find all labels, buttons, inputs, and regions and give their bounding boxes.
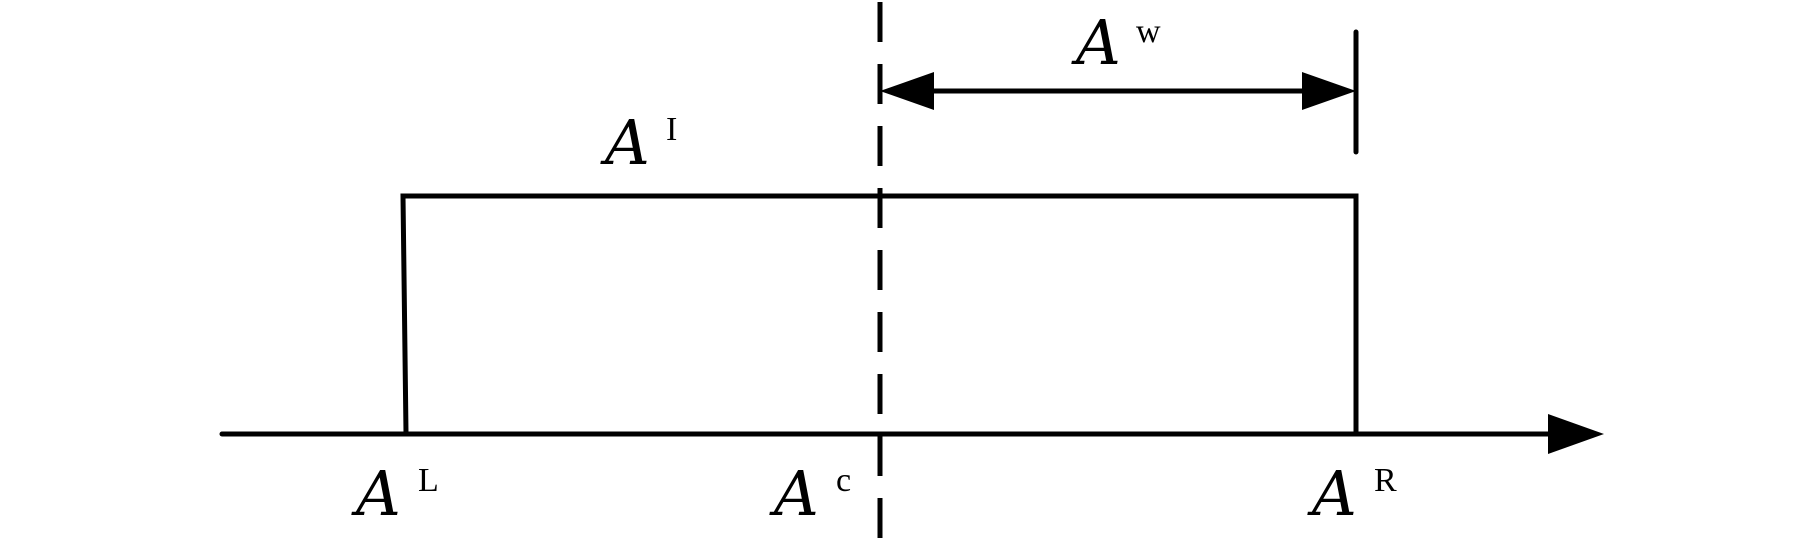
label-width: A w [1071,6,1161,79]
label-right-main: A [1307,457,1357,530]
label-left-sup: L [418,462,439,499]
label-center-sup: c [836,462,851,499]
label-interval-main: A [600,106,650,179]
label-interval-sup: I [666,111,677,148]
label-interval: A I [600,106,677,179]
label-width-main: A [1071,6,1121,79]
label-center: A c [769,457,851,530]
label-width-sup: w [1136,13,1161,50]
axis-arrowhead [1548,414,1604,454]
width-arrow-left-head [880,72,934,110]
width-arrow-right-head [1302,72,1356,110]
label-right-sup: R [1374,462,1397,499]
label-left: A L [351,457,439,530]
label-right: A R [1307,457,1397,530]
label-left-main: A [351,457,401,530]
label-center-main: A [769,457,819,530]
